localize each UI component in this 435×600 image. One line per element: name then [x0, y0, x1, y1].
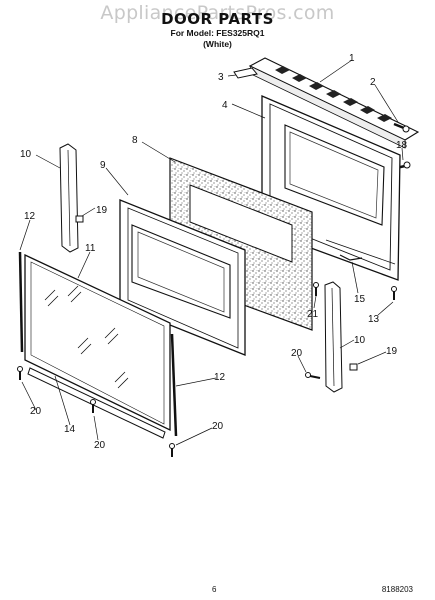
callout-12-left: 12 [24, 211, 36, 222]
screw-part-20-left [17, 366, 23, 380]
callout-20-corner: 20 [212, 421, 224, 432]
callout-3: 3 [218, 72, 224, 83]
color-line: (White) [203, 39, 232, 49]
vent-trim-part [248, 57, 420, 149]
callout-19-right: 19 [386, 346, 398, 357]
left-hinge-part [59, 143, 79, 253]
callout-19-left: 19 [96, 205, 108, 216]
callout-2: 2 [370, 77, 376, 88]
screw-part-2 [393, 122, 410, 133]
callout-9: 9 [100, 160, 106, 171]
document-number: 8188203 [381, 585, 413, 594]
callout-13: 13 [368, 314, 380, 325]
leader-lines [19, 59, 404, 446]
callout-10-right: 10 [354, 335, 366, 346]
callout-labels: 1 2 3 4 8 18 10 9 19 12 11 15 21 13 20 1… [20, 53, 408, 451]
callout-8: 8 [132, 135, 138, 146]
callout-20-left: 20 [30, 406, 42, 417]
screw-part-20-corner [169, 443, 175, 457]
page-title: DOOR PARTS [161, 10, 274, 28]
screw-part-21 [313, 282, 319, 296]
right-hinge-part [324, 281, 343, 393]
callout-12-right: 12 [214, 372, 226, 383]
screw-part-20-right [305, 372, 321, 379]
screw-part-20-bottom [90, 399, 96, 413]
callout-11: 11 [85, 243, 96, 254]
callout-4: 4 [222, 100, 228, 111]
callout-20-right: 20 [291, 348, 303, 359]
door-glass-part [24, 253, 171, 432]
hinge-clip-part [339, 254, 363, 261]
watermark: AppliancePartsPros.com [100, 2, 335, 24]
seal-strip-right [170, 333, 178, 437]
clip-part-19-right [349, 363, 358, 371]
callout-1: 1 [349, 53, 355, 64]
trim-bracket-part [233, 67, 258, 79]
model-line: For Model: FES325RQ1 [170, 28, 265, 38]
callout-21: 21 [307, 309, 319, 320]
callout-10-left: 10 [20, 149, 32, 160]
callout-18: 18 [396, 140, 408, 151]
screw-part-13 [391, 286, 397, 300]
callout-14: 14 [64, 424, 76, 435]
bottom-trim-part [27, 367, 166, 439]
callout-20-bottom: 20 [94, 440, 106, 451]
seal-strip-left [18, 251, 24, 353]
page-number: 6 [212, 585, 217, 594]
callout-15: 15 [354, 294, 366, 305]
clip-part-19-left [75, 215, 84, 223]
